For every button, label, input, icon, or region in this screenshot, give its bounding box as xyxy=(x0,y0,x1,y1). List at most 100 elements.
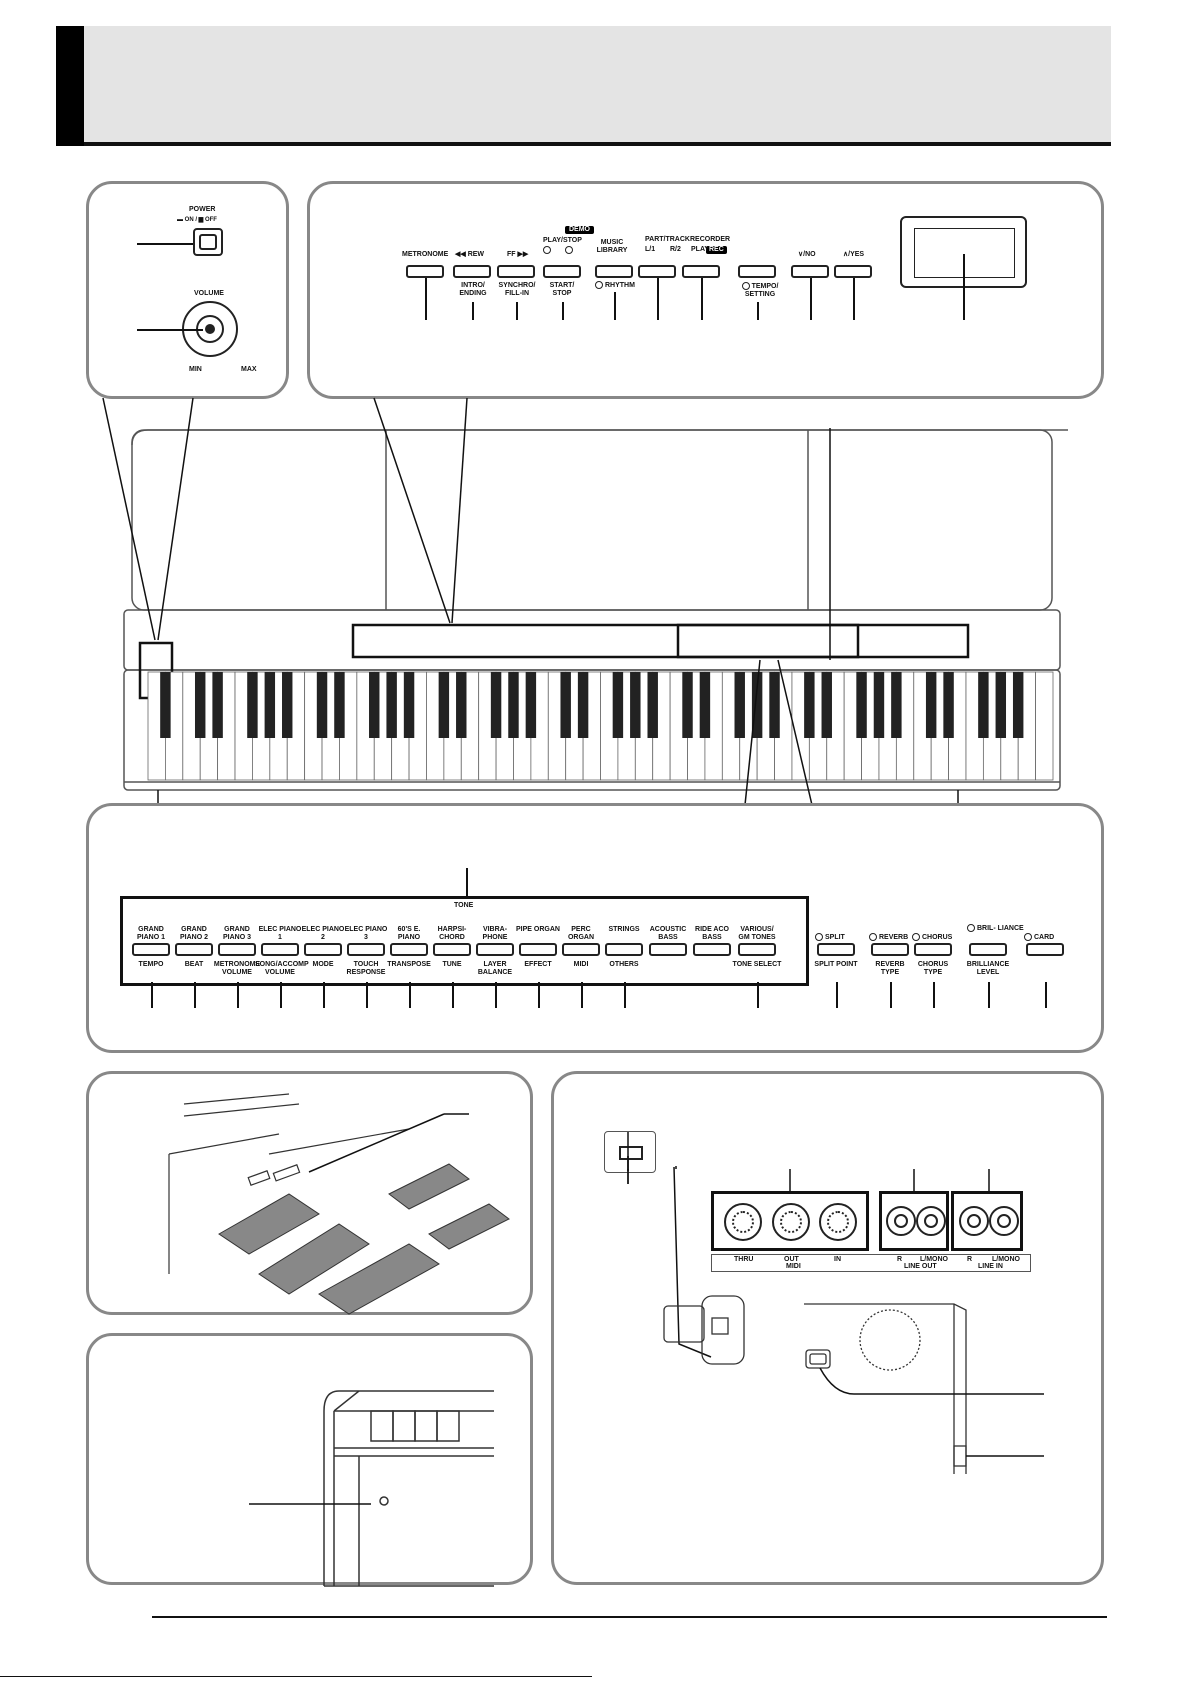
midi-in-label: IN xyxy=(834,1256,841,1263)
black-key xyxy=(769,672,780,738)
tone-15-button[interactable] xyxy=(738,943,776,956)
tone-13-button[interactable] xyxy=(649,943,687,956)
line-in-box xyxy=(951,1191,1023,1251)
rhythm-label: RHYTHM xyxy=(605,281,635,289)
black-key xyxy=(247,672,258,738)
effect-5-button[interactable] xyxy=(1026,943,1064,956)
black-key xyxy=(804,672,815,738)
card-slot-illustration xyxy=(168,1093,510,1315)
tone-3-alt-label: METRONOME VOLUME xyxy=(213,961,261,976)
metronome-button[interactable] xyxy=(406,265,444,278)
line-out-l-jack[interactable] xyxy=(916,1206,946,1236)
line-out-group-label: LINE OUT xyxy=(904,1263,937,1270)
midi-out-port[interactable] xyxy=(772,1203,810,1241)
part-track-label: PART/TRACK xyxy=(645,236,690,243)
volume-label: VOLUME xyxy=(194,290,224,297)
tone-11-button[interactable] xyxy=(562,943,600,956)
l1-label: L/1 xyxy=(645,246,656,253)
recorder-label: RECORDER xyxy=(690,236,731,243)
tone-8-button[interactable] xyxy=(433,943,471,956)
tone-4-alt-label: SONG/ACCOMP VOLUME xyxy=(255,961,309,976)
black-key xyxy=(1012,672,1024,738)
start-stop-button[interactable] xyxy=(543,265,581,278)
tone-14-button[interactable] xyxy=(693,943,731,956)
tone-15-alt-label: TONE SELECT xyxy=(732,961,782,968)
midi-thru-label: THRU xyxy=(734,1256,754,1263)
tone-13-label: ACOUSTIC BASS xyxy=(649,926,687,941)
tempo-setting-button[interactable] xyxy=(738,265,776,278)
no-button[interactable] xyxy=(791,265,829,278)
no-label: ∨/NO xyxy=(798,251,816,258)
midi-in-port[interactable] xyxy=(819,1203,857,1241)
tone-4-button[interactable] xyxy=(261,943,299,956)
line-in-l-label: L/MONO xyxy=(992,1256,1020,1263)
line-out-l-label: L/MONO xyxy=(920,1256,948,1263)
tone-10-alt-label: EFFECT xyxy=(524,961,552,968)
tone-9-alt-label: LAYER BALANCE xyxy=(477,961,513,976)
tone-12-button[interactable] xyxy=(605,943,643,956)
tone-5-label: ELEC PIANO 2 xyxy=(301,926,345,941)
effect-5-label: CARD xyxy=(1034,933,1055,941)
r2-label: R/2 xyxy=(670,246,681,253)
tone-3-button[interactable] xyxy=(218,943,256,956)
card-slot-panel xyxy=(86,1071,533,1315)
black-key xyxy=(160,672,171,738)
l1-button[interactable] xyxy=(638,265,676,278)
rear-illustration xyxy=(627,1132,1044,1474)
black-key xyxy=(873,672,885,738)
rew-button[interactable] xyxy=(453,265,491,278)
black-key xyxy=(699,672,711,738)
synchro-fill-in-label: SYNCHRO/ FILL-IN xyxy=(498,282,536,297)
line-in-l-jack[interactable] xyxy=(989,1206,1019,1236)
tone-group-box xyxy=(120,896,809,986)
tone-9-button[interactable] xyxy=(476,943,514,956)
line-in-r-jack[interactable] xyxy=(959,1206,989,1236)
black-key xyxy=(212,672,223,738)
black-key xyxy=(456,672,467,738)
tone-2-alt-label: BEAT xyxy=(184,961,204,968)
headphone-panel xyxy=(86,1333,533,1587)
black-key xyxy=(630,672,641,738)
power-button[interactable] xyxy=(193,228,223,256)
effect-3-label: CHORUS xyxy=(922,933,953,941)
effect-4-button[interactable] xyxy=(969,943,1007,956)
black-key xyxy=(438,672,450,738)
tone-2-button[interactable] xyxy=(175,943,213,956)
effect-1-button[interactable] xyxy=(817,943,855,956)
rec-label: REC xyxy=(706,246,727,254)
black-key xyxy=(821,672,832,738)
effect-4-alt-label: BRILLIANCE LEVEL xyxy=(966,961,1010,976)
tone-6-button[interactable] xyxy=(347,943,385,956)
black-key xyxy=(282,672,293,738)
effect-3-button[interactable] xyxy=(914,943,952,956)
tone-10-label: PIPE ORGAN xyxy=(516,926,560,933)
tone-7-button[interactable] xyxy=(390,943,428,956)
line-out-r-jack[interactable] xyxy=(886,1206,916,1236)
black-key xyxy=(978,672,989,738)
rhythm-button[interactable] xyxy=(595,265,633,278)
tone-8-label: HARPSI- CHORD xyxy=(437,926,467,941)
rear-connector-panel: THRU OUT IN MIDI R L/MONO LINE OUT R L/M… xyxy=(551,1071,1104,1585)
tone-15-label: VARIOUS/ GM TONES xyxy=(738,926,776,941)
effect-2-label-group: REVERB xyxy=(869,933,908,942)
tone-4-label: ELEC PIANO 1 xyxy=(258,926,302,941)
black-key xyxy=(194,672,206,738)
ff-button[interactable] xyxy=(497,265,535,278)
black-key xyxy=(647,672,658,738)
black-key xyxy=(751,672,763,738)
yes-button[interactable] xyxy=(834,265,872,278)
tone-1-button[interactable] xyxy=(132,943,170,956)
tone-10-button[interactable] xyxy=(519,943,557,956)
effect-2-button[interactable] xyxy=(871,943,909,956)
black-key xyxy=(386,672,397,738)
black-key xyxy=(891,672,902,738)
line-out-r-label: R xyxy=(897,1256,903,1263)
r2-play-button[interactable] xyxy=(682,265,720,278)
midi-thru-port[interactable] xyxy=(724,1203,762,1241)
midi-group-label: MIDI xyxy=(786,1263,801,1270)
tone-12-label: STRINGS xyxy=(608,926,640,933)
tone-5-button[interactable] xyxy=(304,943,342,956)
rew-label: ◀◀ REW xyxy=(455,251,485,258)
effect-3-label-group: CHORUS xyxy=(912,933,952,942)
